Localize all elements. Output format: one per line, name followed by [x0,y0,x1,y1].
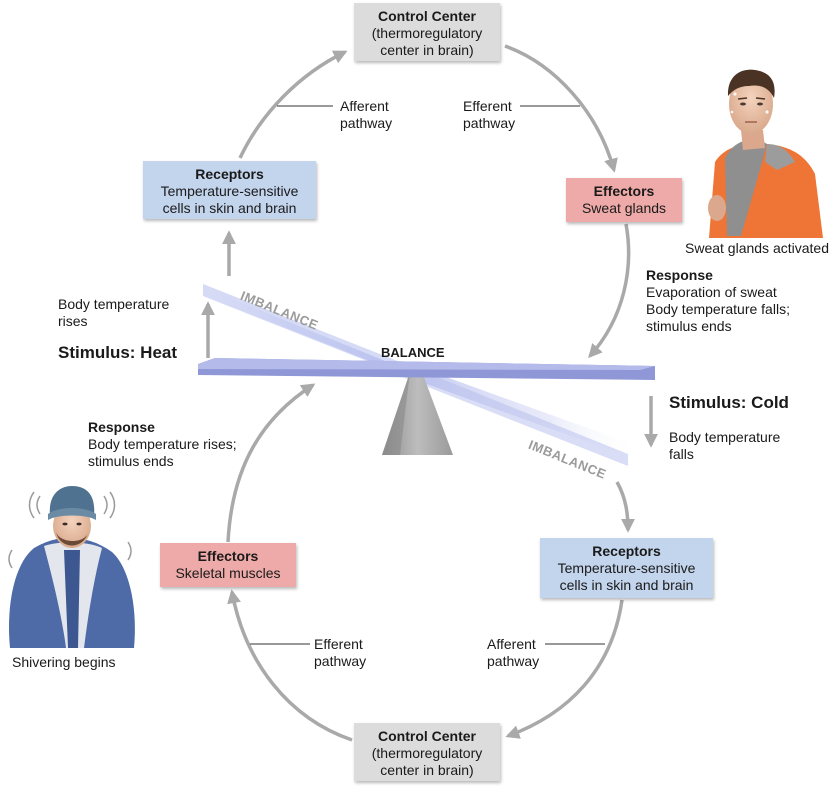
arrow-beam-to-receptors-bottom [615,481,635,533]
response-title-bottom: Response [88,419,155,435]
stimulus-heat-title: Stimulus: Heat [58,343,178,362]
effectors-line1-top: Sweat glands [581,200,667,216]
control-center-title-top: Control Center [378,8,476,24]
control-center-line2-top: center in brain) [380,42,474,58]
receptors-title-bottom: Receptors [592,543,661,559]
shivering-man-illustration [8,486,135,648]
arrow-effectors-to-response-top [588,223,631,359]
control-center-box-top: Control Center (thermoregulatory center … [354,3,500,61]
shivering-caption: Shivering begins [12,654,116,670]
receptors-line2-bottom: cells in skin and brain [559,577,694,593]
afferent-label-bottom: Afferent pathway [487,636,540,669]
response-top: Response Evaporation of sweat Body tempe… [646,267,790,334]
balance-label: BALANCE [381,345,445,360]
stimulus-heat-description: Body temperature rises [58,296,170,329]
receptors-title-top: Receptors [195,166,264,182]
stimulus-cold-description: Body temperature falls [669,429,781,462]
control-center-line1-top: (thermoregulatory [371,25,483,41]
effectors-box-top: Effectors Sweat glands [566,178,682,222]
response-bottom: Response Body temperature rises; stimulu… [88,419,237,469]
arrow-receptors-to-control-bottom [505,599,624,739]
imbalance-beam-top-body [203,284,400,374]
response-title-top: Response [646,267,713,283]
effectors-title-top: Effectors [593,183,655,199]
stimulus-cold-title: Stimulus: Cold [669,393,789,412]
effectors-title-bottom: Effectors [197,548,259,564]
arrow-effectors-to-beam-bottom [226,383,316,543]
effectors-box-bottom: Effectors Skeletal muscles [160,543,296,587]
arrow-control-to-effectors-bottom [227,589,353,742]
receptors-box-top: Receptors Temperature-sensitive cells in… [143,161,316,219]
receptors-line1-bottom: Temperature-sensitive [557,560,696,576]
arrow-receptors-to-control-top [238,50,348,159]
control-center-box-bottom: Control Center (thermoregulatory center … [354,723,500,781]
imbalance-beam-bottom-body [400,362,628,466]
control-center-title-bottom: Control Center [378,728,476,744]
efferent-label-bottom: Efferent pathway [314,636,367,669]
efferent-label-top: Efferent pathway [463,98,516,131]
receptors-line2-top: cells in skin and brain [162,200,297,216]
effectors-line1-bottom: Skeletal muscles [175,565,281,581]
receptors-line1-top: Temperature-sensitive [160,183,299,199]
sweat-glands-caption: Sweat glands activated [685,240,829,256]
control-center-line2-bottom: center in brain) [380,762,474,778]
control-center-line1-bottom: (thermoregulatory [371,745,483,761]
afferent-label-top: Afferent pathway [340,98,393,131]
arrow-control-to-effectors-top [504,44,618,173]
receptors-box-bottom: Receptors Temperature-sensitive cells in… [540,538,713,598]
sweating-man-illustration [708,69,823,238]
